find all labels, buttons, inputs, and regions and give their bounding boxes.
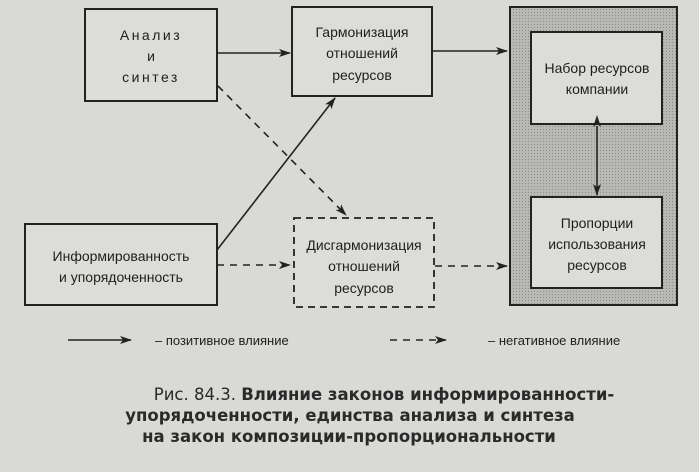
node-resource-set: Набор ресурсов компании [530, 31, 663, 125]
node-label: Гармонизация [316, 24, 409, 40]
node-analysis: Анализ и синтез [84, 8, 218, 102]
node-label: Дисгармонизация [306, 237, 421, 253]
node-label: синтез [122, 69, 180, 85]
legend: – позитивное влияние – негативное влияни… [68, 333, 620, 348]
node-label: Анализ [120, 27, 182, 43]
node-label: и [147, 48, 155, 64]
node-label: и упорядоченность [59, 269, 183, 285]
node-label: компании [566, 81, 628, 97]
legend-negative-label: – негативное влияние [488, 333, 620, 348]
caption-line-2: упорядоченности, единства анализа и синт… [125, 406, 575, 425]
node-label: отношений [328, 258, 400, 274]
caption-line-1: Рис. 84.3. Влияние законов информированн… [154, 385, 615, 404]
node-label: ресурсов [332, 67, 392, 83]
node-informedness: Информированность и упорядоченность [24, 223, 218, 306]
node-label: ресурсов [334, 280, 394, 296]
figure-caption: Рис. 84.3. Влияние законов информированн… [125, 385, 614, 446]
node-label: использования [548, 236, 646, 252]
node-harmonization: Гармонизация отношений ресурсов [291, 6, 433, 97]
node-label: ресурсов [567, 257, 627, 273]
node-label: отношений [326, 45, 398, 61]
node-disharmonization: Дисгармонизация отношений ресурсов [293, 217, 435, 308]
node-label: Набор ресурсов [545, 60, 650, 76]
caption-line-3: на закон композиции-пропорциональности [142, 427, 556, 446]
arrow-analysis-to-disharmonization [217, 85, 347, 216]
node-label: Информированность [53, 248, 190, 264]
node-proportions: Пропорции использования ресурсов [530, 196, 663, 289]
legend-positive-label: – позитивное влияние [155, 333, 289, 348]
arrow-informedness-to-harmonization [216, 97, 336, 251]
node-label: Пропорции [561, 215, 633, 231]
